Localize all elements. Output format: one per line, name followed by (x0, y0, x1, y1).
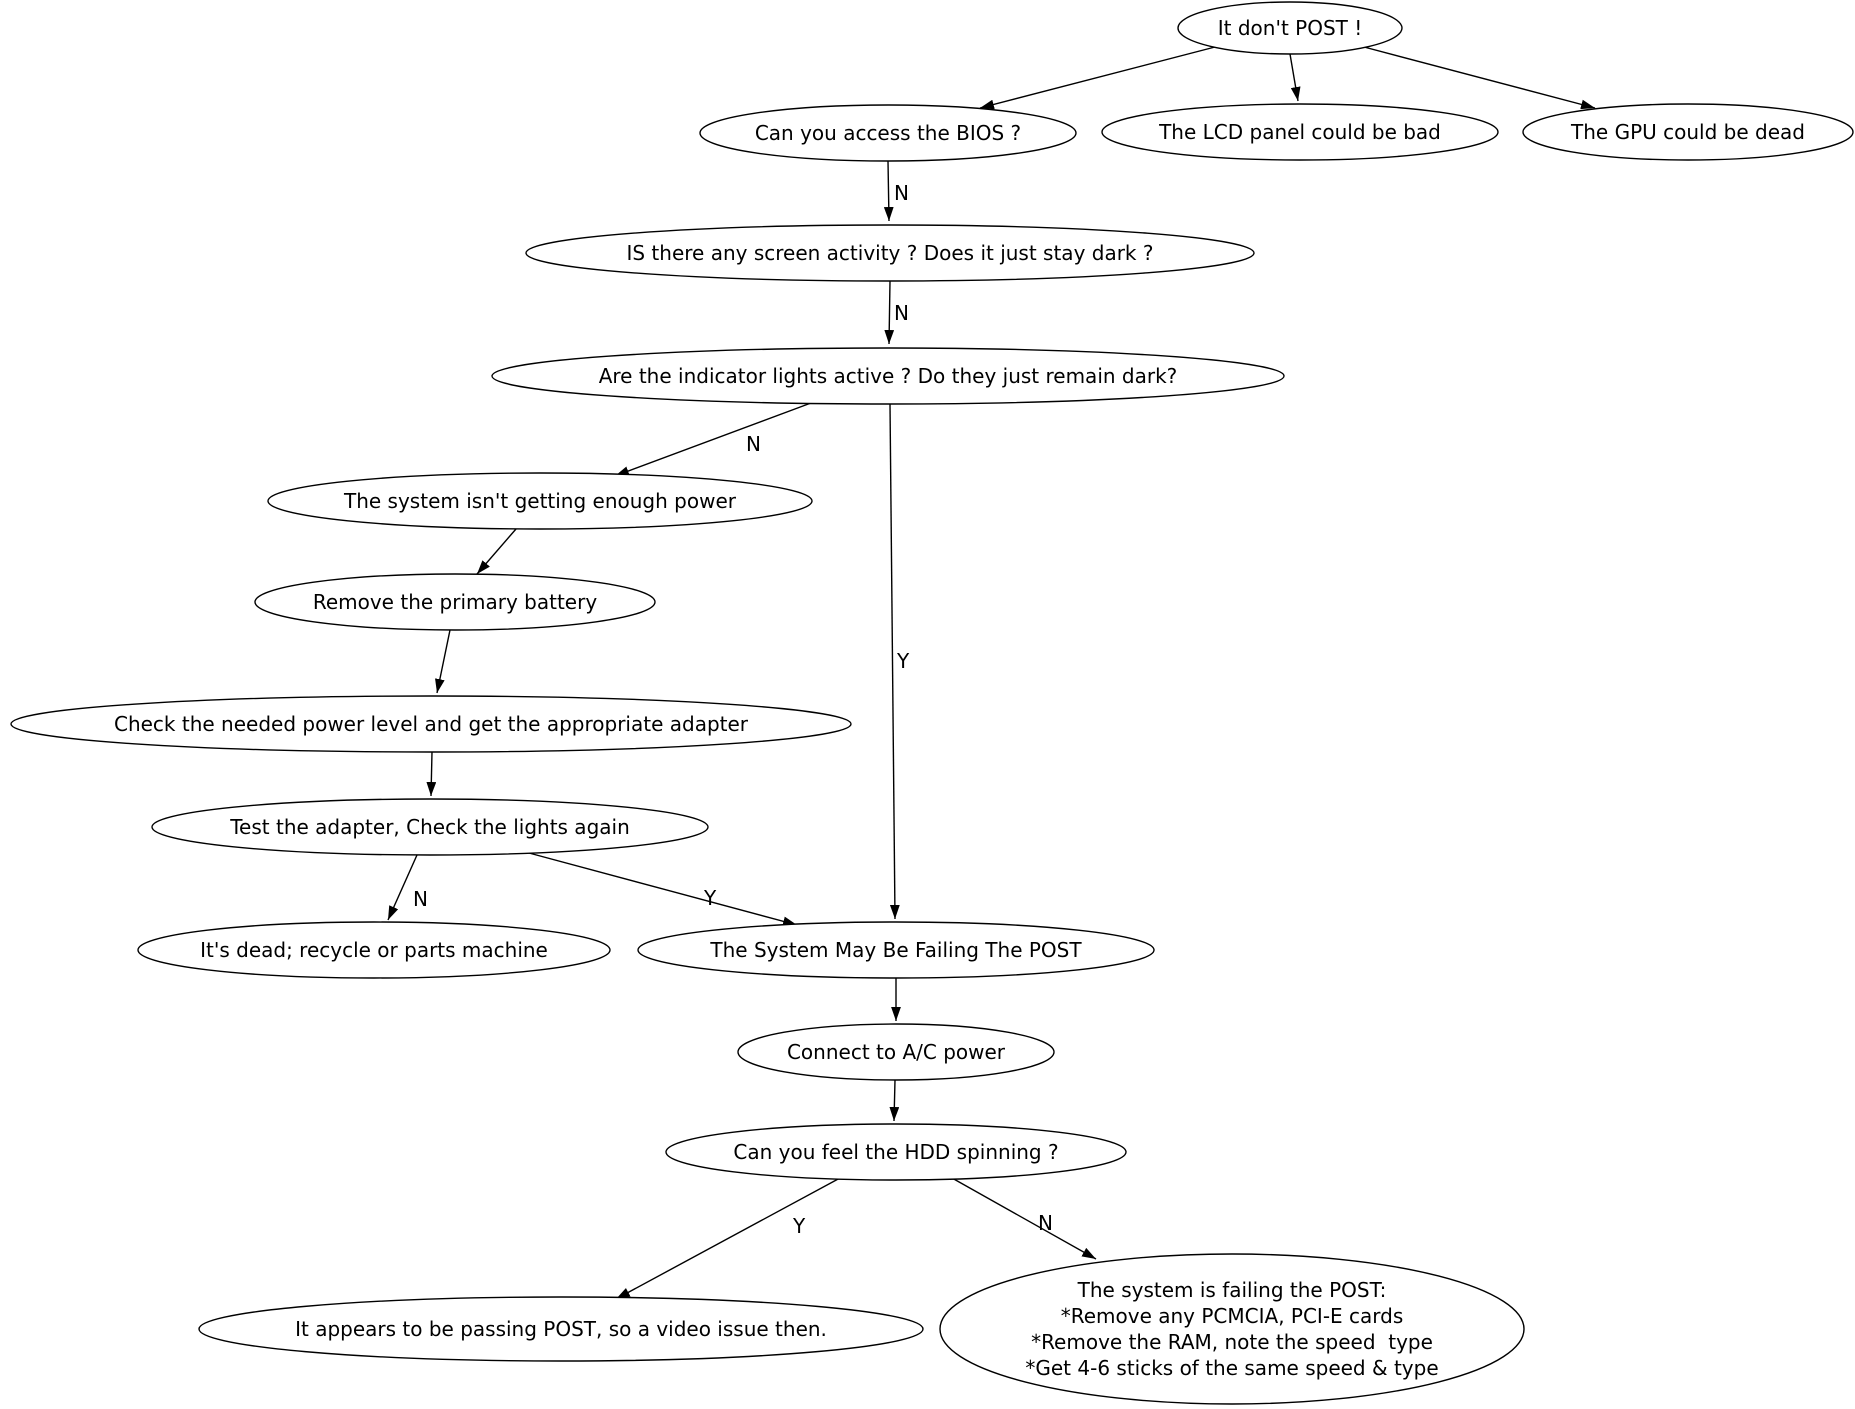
node-test-adapter: Test the adapter, Check the lights again (151, 798, 709, 856)
edge-hdd-spinning-to-passing-post: Y (615, 1177, 841, 1300)
edge-label: N (413, 887, 428, 911)
node-indicator-lights: Are the indicator lights active ? Do the… (491, 347, 1285, 405)
node-bios: Can you access the BIOS ? (699, 104, 1077, 162)
edge-label: Y (896, 649, 910, 673)
node-label: It's dead; recycle or parts machine (200, 938, 548, 962)
node-label: It don't POST ! (1218, 16, 1363, 40)
node-label: Are the indicator lights active ? Do the… (599, 364, 1178, 388)
node-label-line: *Remove any PCMCIA, PCI-E cards (1061, 1304, 1404, 1328)
node-label: The System May Be Failing The POST (709, 938, 1082, 962)
node-may-fail-post: The System May Be Failing The POST (637, 921, 1155, 979)
node-hdd-spinning: Can you feel the HDD spinning ? (665, 1123, 1127, 1181)
node-label-line: *Remove the RAM, note the speed type (1031, 1330, 1433, 1354)
edge-test-adapter-to-its-dead: N (387, 854, 428, 921)
node-label-line: The system is failing the POST: (1077, 1278, 1387, 1302)
node-its-dead: It's dead; recycle or parts machine (137, 921, 611, 979)
node-label-line: *Get 4-6 sticks of the same speed & type (1025, 1356, 1438, 1380)
node-label: Can you feel the HDD spinning ? (733, 1140, 1058, 1164)
node-label: IS there any screen activity ? Does it j… (626, 241, 1153, 265)
edge-connect-ac-to-hdd-spinning (889, 1079, 900, 1122)
node-remove-battery: Remove the primary battery (254, 573, 656, 631)
edge-remove-battery-to-check-power-level (435, 629, 451, 694)
node-label: Can you access the BIOS ? (755, 121, 1021, 145)
edge-label: N (894, 301, 909, 325)
edge-label: Y (703, 886, 717, 910)
node-connect-ac: Connect to A/C power (737, 1023, 1055, 1081)
node-gpu: The GPU could be dead (1522, 103, 1854, 161)
edge-bios-to-screen-activity: N (883, 160, 909, 222)
edge-check-power-level-to-test-adapter (426, 751, 437, 797)
edge-label: N (1038, 1211, 1053, 1235)
node-it-dont-post: It don't POST ! (1177, 1, 1403, 55)
edge-hdd-spinning-to-failing-post: N (951, 1177, 1097, 1260)
node-screen-activity: IS there any screen activity ? Does it j… (525, 224, 1255, 282)
edge-root-to-gpu (1363, 46, 1596, 110)
edge-indicator-lights-to-may-fail-post: Y (889, 403, 910, 920)
node-label: Connect to A/C power (787, 1040, 1006, 1064)
node-passing-post: It appears to be passing POST, so a vide… (198, 1296, 924, 1362)
edge-root-to-lcd (1289, 53, 1301, 102)
edge-label: N (746, 432, 761, 456)
node-label: The GPU could be dead (1570, 120, 1805, 144)
edge-not-enough-power-to-remove-battery (476, 528, 517, 575)
node-label: Test the adapter, Check the lights again (229, 815, 630, 839)
node-check-power-level: Check the needed power level and get the… (10, 695, 852, 753)
edge-label: Y (792, 1214, 806, 1238)
edge-label: N (894, 181, 909, 205)
node-label: Check the needed power level and get the… (114, 712, 749, 736)
node-lcd: The LCD panel could be bad (1101, 103, 1499, 161)
node-label: The system isn't getting enough power (343, 489, 737, 513)
node-label: It appears to be passing POST, so a vide… (295, 1317, 827, 1341)
node-failing-post: The system is failing the POST: *Remove … (939, 1253, 1525, 1405)
edge-root-to-bios (979, 46, 1216, 110)
edge-screen-activity-to-indicator-lights: N (884, 280, 909, 345)
node-label: The LCD panel could be bad (1158, 120, 1441, 144)
node-label: Remove the primary battery (313, 590, 597, 614)
node-not-enough-power: The system isn't getting enough power (267, 472, 813, 530)
edge-test-adapter-to-may-fail-post: Y (528, 852, 798, 927)
edge-indicator-lights-to-not-enough-power: N (614, 402, 812, 477)
